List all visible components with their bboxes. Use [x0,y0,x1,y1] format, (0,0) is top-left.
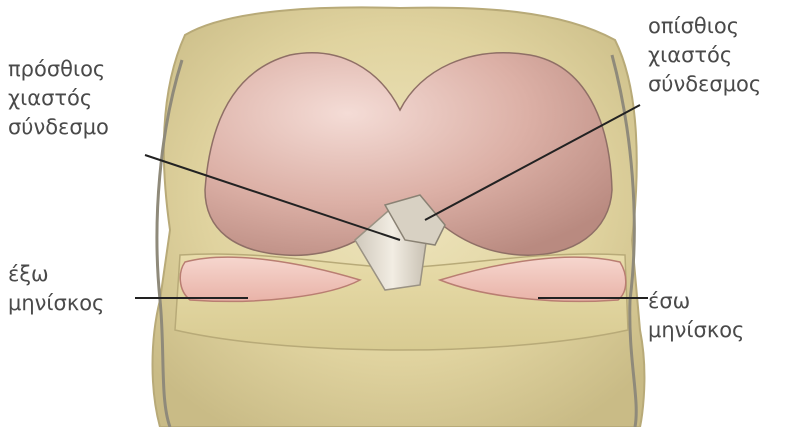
label-line: σύνδεσμος [648,70,761,99]
label-line: οπίσθιος [648,12,761,41]
label-anterior-cruciate-ligament: πρόσθιος χιαστός σύνδεσμο [8,55,109,142]
label-line: έσω [648,287,744,316]
label-line: πρόσθιος [8,55,109,84]
label-line: σύνδεσμο [8,113,109,142]
label-lateral-meniscus: έξω μηνίσκος [8,260,104,318]
label-line: μηνίσκος [8,289,104,318]
label-line: χιαστός [648,41,761,70]
label-line: μηνίσκος [648,316,744,345]
label-line: χιαστός [8,84,109,113]
label-posterior-cruciate-ligament: οπίσθιος χιαστός σύνδεσμος [648,12,761,99]
label-medial-meniscus: έσω μηνίσκος [648,287,744,345]
label-line: έξω [8,260,104,289]
